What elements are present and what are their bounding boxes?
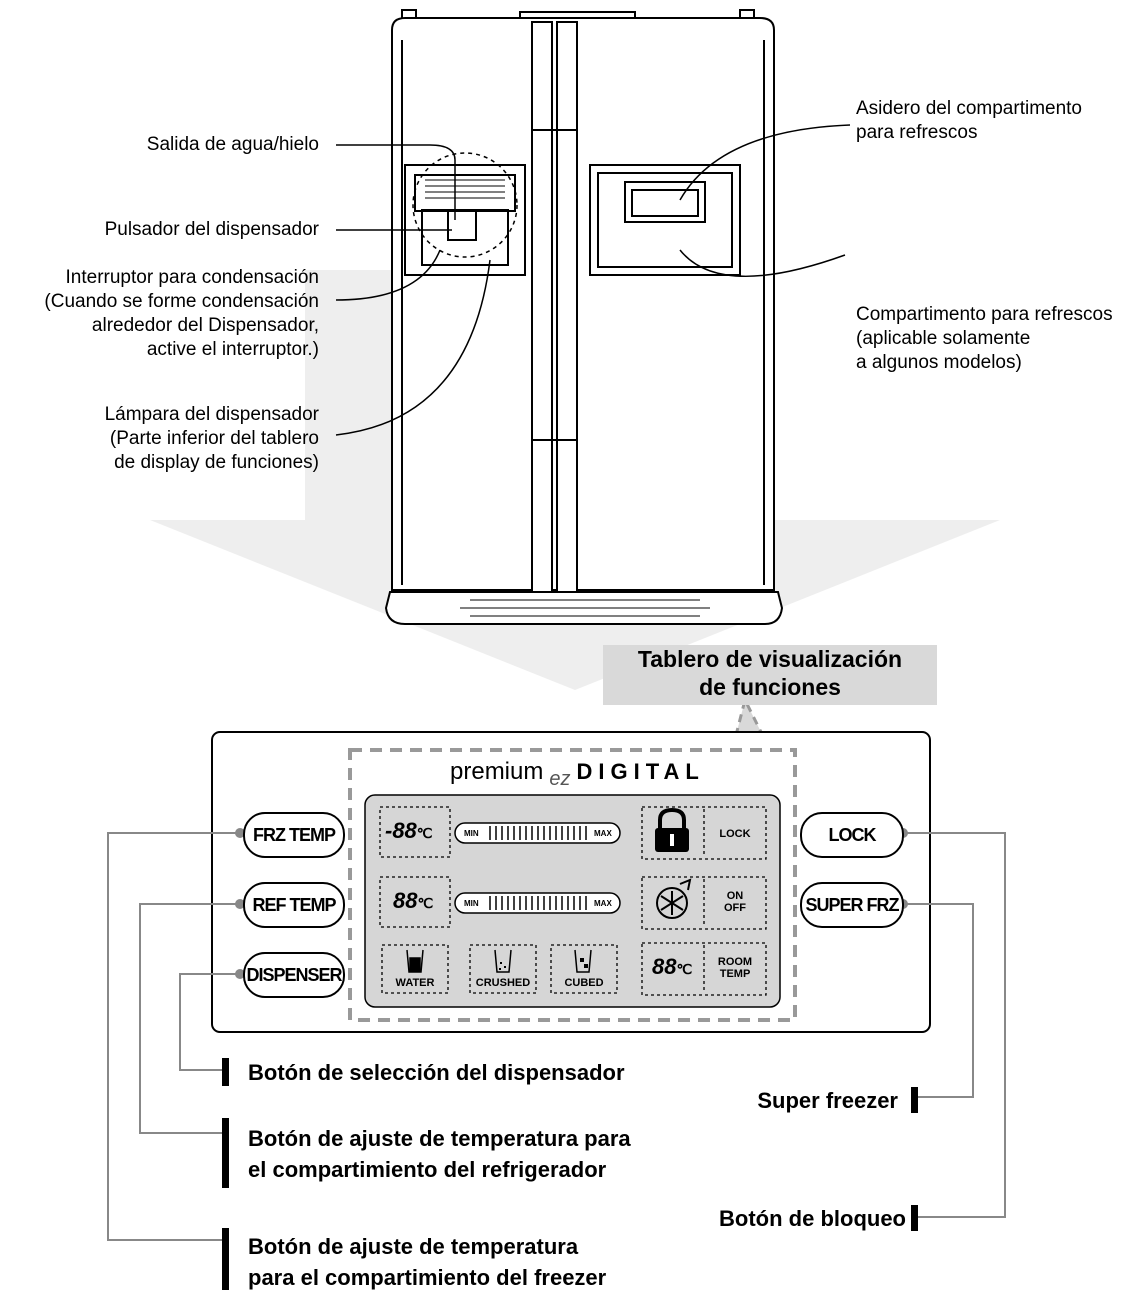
onoff-box <box>641 876 767 930</box>
bar-ticks <box>489 826 587 910</box>
lock-button[interactable]: LOCK <box>800 812 904 858</box>
direction-arrow <box>150 270 1000 690</box>
crushed-box <box>469 944 537 994</box>
label-frz-temp: Botón de ajuste de temperatura para el c… <box>248 1234 607 1290</box>
label-lock: Botón de bloqueo <box>719 1206 906 1231</box>
frz-bar-max: MAX <box>594 829 612 838</box>
lock-box <box>641 806 767 860</box>
water-box <box>381 944 449 994</box>
label-water-outlet: Salida de agua/hielo <box>146 134 319 155</box>
room-box <box>641 942 767 996</box>
snowflake-icon <box>656 878 692 919</box>
ref-bar-min: MIN <box>464 899 479 908</box>
dispenser-button[interactable]: DISPENSER <box>243 952 345 998</box>
lock-indicator-label: LOCK <box>719 828 751 840</box>
callout-function-panel: Tablero de visualización de funciones <box>603 645 937 705</box>
super-frz-button[interactable]: SUPER FRZ <box>800 882 904 928</box>
label-ref-temp: Botón de ajuste de temperatura para el c… <box>248 1126 631 1182</box>
glass-icons <box>406 949 592 973</box>
padlock-icon <box>655 807 689 852</box>
label-refreshment-compartment: Compartimento para refrescos (aplicable … <box>856 304 1113 373</box>
label-dispenser-lamp: Lámpara del dispensador (Parte inferior … <box>104 404 319 473</box>
label-super-freezer: Super freezer <box>757 1088 898 1113</box>
cubed-box <box>550 944 618 994</box>
frz-temp-readout: -88℃ <box>385 818 433 843</box>
cubed-mode-label: CUBED <box>564 977 604 989</box>
leader-lines-top <box>335 124 851 436</box>
label-condensation-switch: Interruptor para condensación (Cuando se… <box>44 267 319 360</box>
crushed-mode-label: CRUSHED <box>475 977 531 989</box>
water-mode-label: WATER <box>395 977 435 989</box>
connector-lines-bottom <box>107 832 1006 1241</box>
label-markers <box>222 1058 918 1290</box>
refrigerator <box>384 9 784 625</box>
label-dispenser-select: Botón de selección del dispensador <box>248 1060 625 1085</box>
label-refreshment-handle: Asidero del compartimento para refrescos <box>856 98 1082 143</box>
panel-dashed-area <box>348 748 797 1022</box>
room-temp-readout: 88℃ <box>652 954 693 979</box>
label-dispenser-button: Pulsador del dispensador <box>104 219 319 240</box>
ref-temp-readout: 88℃ <box>393 888 434 913</box>
ref-temp-button[interactable]: REF TEMP <box>243 882 345 928</box>
ref-bar-max: MAX <box>594 899 612 908</box>
frz-bar-min: MIN <box>464 829 479 838</box>
frz-temp-button[interactable]: FRZ TEMP <box>243 812 345 858</box>
